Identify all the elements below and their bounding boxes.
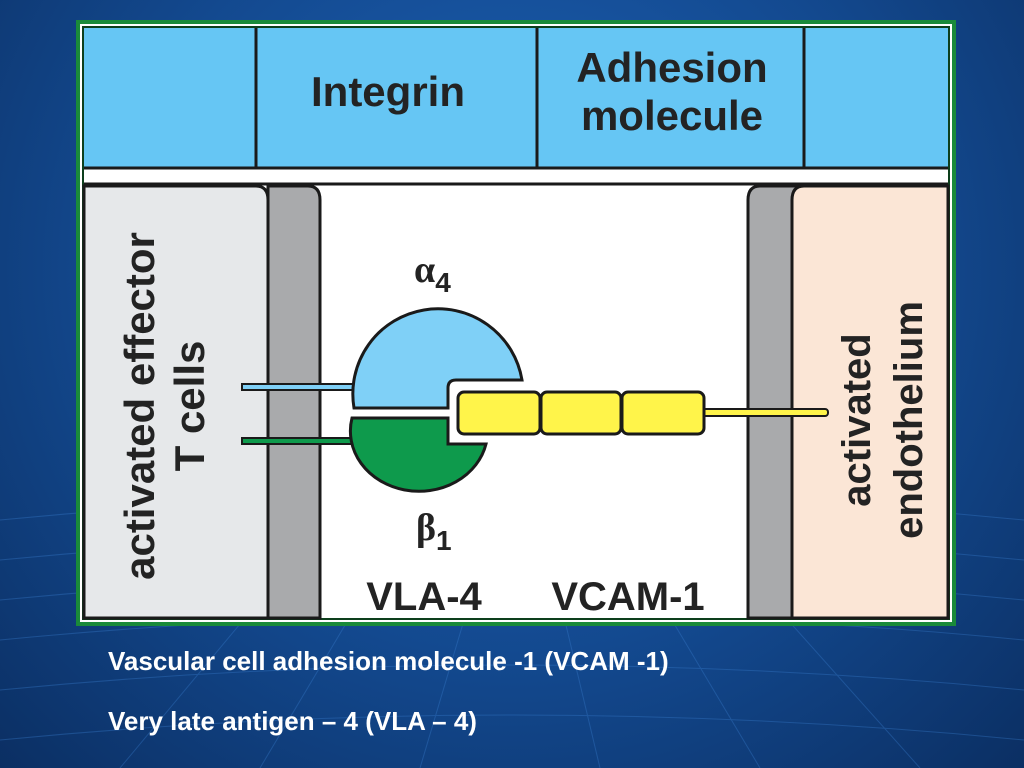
beta1-subunit xyxy=(241,416,488,493)
endothelium-label-line2: endothelium xyxy=(887,301,931,539)
alpha4-label: α4 xyxy=(414,249,451,298)
header-adhesion-line1: Adhesion xyxy=(576,44,767,91)
endothelium-panel xyxy=(746,184,950,620)
beta-symbol: β xyxy=(416,507,436,549)
header-adhesion-line2: molecule xyxy=(581,92,763,139)
header-integrin: Integrin xyxy=(311,68,465,115)
vla4-label: VLA-4 xyxy=(366,575,482,619)
vcam1-molecule xyxy=(456,390,706,436)
endothelium-label-line1: activated xyxy=(835,333,879,506)
header-row xyxy=(84,28,948,170)
alpha4-subunit xyxy=(241,307,524,410)
t-cell-panel xyxy=(82,184,322,620)
alpha-symbol: α xyxy=(414,249,435,291)
header-separator xyxy=(84,170,948,184)
integrin-adhesion-diagram: Integrin Adhesion molecule activated eff… xyxy=(76,20,956,626)
vcam-stalk xyxy=(701,408,829,417)
t-cell-label-line1: activated effector xyxy=(116,232,163,580)
caption-vcam1: Vascular cell adhesion molecule -1 (VCAM… xyxy=(108,646,669,676)
t-cell-label-line2: T cells xyxy=(166,341,213,472)
beta1-label: β1 xyxy=(416,507,452,556)
beta-subscript: 1 xyxy=(436,525,452,556)
vcam1-label: VCAM-1 xyxy=(551,575,704,619)
alpha-subscript: 4 xyxy=(435,267,451,298)
caption-vla4: Very late antigen – 4 (VLA – 4) xyxy=(108,706,477,736)
